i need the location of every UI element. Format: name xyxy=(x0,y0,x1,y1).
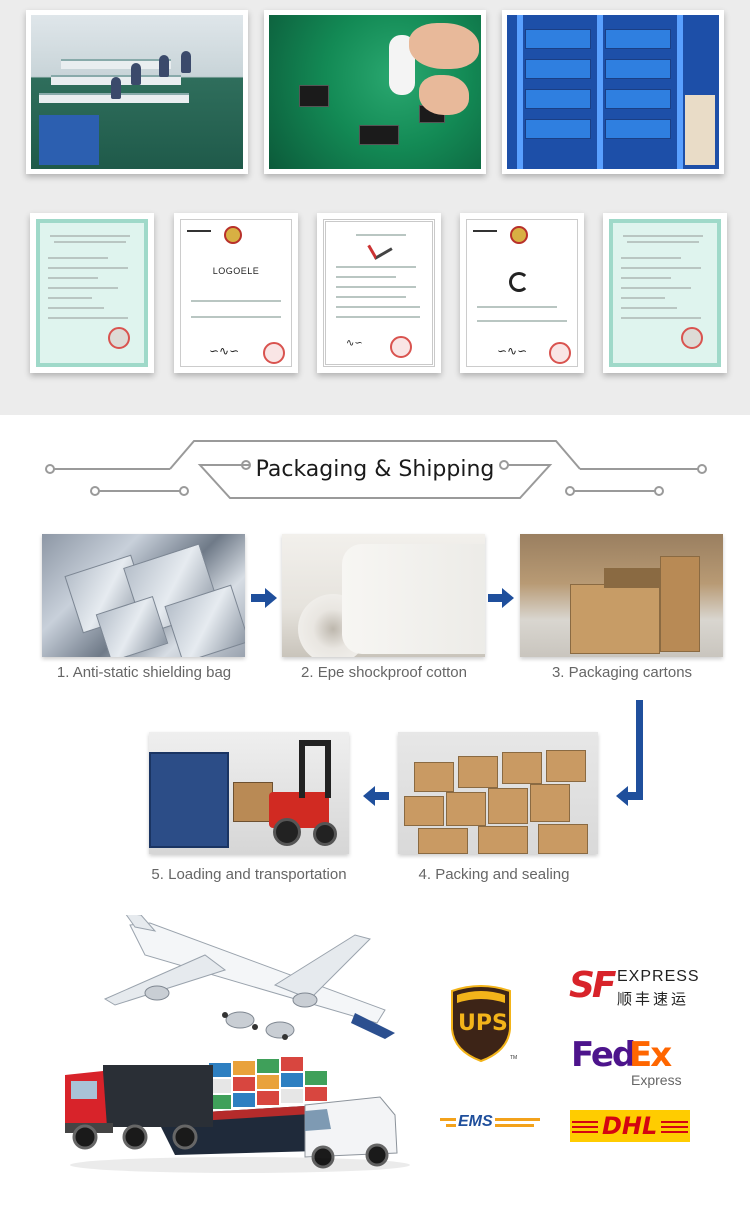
trademark-certificate-2: ∽∿∽ xyxy=(460,213,584,373)
step-1-image xyxy=(42,534,245,657)
step-5-label: 5. Loading and transportation xyxy=(151,866,347,883)
transport-vehicles-illustration xyxy=(65,915,410,1173)
ups-shield-icon xyxy=(451,985,511,1063)
step-3-image xyxy=(520,534,723,657)
warehouse-shelf-photo xyxy=(502,10,724,174)
step-5-image xyxy=(149,732,349,854)
airplane-icon xyxy=(103,915,395,1040)
fedex-logo: Fed Ex Express xyxy=(571,1035,696,1090)
step-2-label: 2. Epe shockproof cotton xyxy=(301,664,467,681)
step-1-label: 1. Anti-static shielding bag xyxy=(56,664,232,681)
g-brand-logo-icon xyxy=(509,272,529,292)
step-3-label: 3. Packaging cartons xyxy=(551,664,693,681)
ems-text: EMS xyxy=(456,1113,495,1131)
software-copyright-certificate-1 xyxy=(30,213,154,373)
ups-logo: UPS TM xyxy=(448,985,518,1063)
arrow-left-icon xyxy=(363,786,389,806)
ems-logo: EMS xyxy=(440,1108,540,1138)
ups-text: UPS xyxy=(458,1011,508,1036)
ups-tm-text: TM xyxy=(510,1055,518,1061)
red-seal-icon xyxy=(108,327,130,349)
red-seal-icon xyxy=(263,342,285,364)
design-patent-certificate: ∿∽ xyxy=(317,213,441,373)
van-icon xyxy=(304,1096,398,1169)
software-copyright-certificate-2 xyxy=(603,213,727,373)
factory-and-certificates-section: LOGOELE ∽∿∽ ∿∽ xyxy=(0,0,750,415)
step-4-label: 4. Packing and sealing xyxy=(418,866,570,883)
factory-workshop-photo xyxy=(26,10,248,174)
fedex-express-text: Express xyxy=(631,1072,682,1088)
arrow-right-icon xyxy=(251,588,277,608)
pcb-assembly-photo xyxy=(264,10,486,174)
section-title: Packaging & Shipping xyxy=(255,457,495,482)
sf-express-text: EXPRESS xyxy=(617,968,700,985)
dhl-text: DHL xyxy=(598,1112,662,1140)
signature-mark: ∽∿∽ xyxy=(497,344,528,358)
red-seal-icon xyxy=(549,342,571,364)
sf-mark-text: SF xyxy=(569,965,617,1006)
heading-decoration xyxy=(45,440,707,499)
sf-chinese-text: 顺丰速运 xyxy=(617,990,690,1008)
red-seal-icon xyxy=(681,327,703,349)
signature-mark: ∿∽ xyxy=(346,338,363,349)
fedex-ex-text: Ex xyxy=(629,1035,672,1075)
sf-express-logo: SF EXPRESS 顺丰速运 xyxy=(569,965,699,1010)
fedex-fed-text: Fed xyxy=(571,1035,636,1075)
signature-mark: ∽∿∽ xyxy=(209,344,240,358)
arrow-right-icon xyxy=(488,588,514,608)
arrow-down-left-icon xyxy=(616,700,643,806)
certificate-logo-text: LOGOELE xyxy=(212,266,260,276)
red-seal-icon xyxy=(390,336,412,358)
dhl-logo: DHL xyxy=(570,1110,690,1142)
step-4-image xyxy=(398,732,598,854)
truck-icon xyxy=(65,1065,213,1150)
national-emblem-icon xyxy=(510,226,528,244)
national-emblem-icon xyxy=(224,226,242,244)
step-2-image xyxy=(282,534,485,657)
trademark-certificate-1: LOGOELE ∽∿∽ xyxy=(174,213,298,373)
section-heading: Packaging & Shipping xyxy=(0,436,750,506)
